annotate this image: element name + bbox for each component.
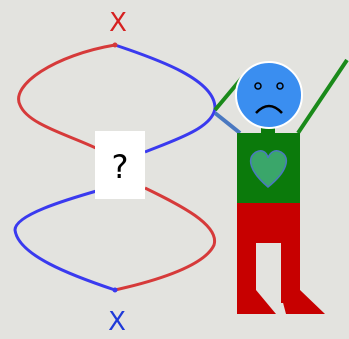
right-foot [281, 290, 325, 314]
bottom-label: X [108, 307, 126, 337]
right-arm [296, 58, 349, 135]
figure-eight [13, 42, 217, 293]
head [235, 61, 303, 129]
hips [237, 203, 300, 243]
sad-figure [213, 58, 349, 314]
top-label: X [109, 8, 127, 38]
lower-left-curve-blue [13, 188, 116, 292]
lower-right-curve-red [114, 186, 217, 292]
question-mark: ? [112, 148, 129, 186]
heart-icon [249, 150, 288, 188]
right-leg [281, 243, 300, 303]
sad-face-icon [254, 82, 284, 114]
bottom-node [112, 287, 118, 293]
top-node [112, 42, 118, 48]
left-foot [237, 290, 276, 314]
left-arm-lower [213, 111, 242, 135]
left-leg [237, 243, 256, 303]
upper-left-curve-red [17, 43, 116, 152]
question-box [95, 131, 145, 199]
